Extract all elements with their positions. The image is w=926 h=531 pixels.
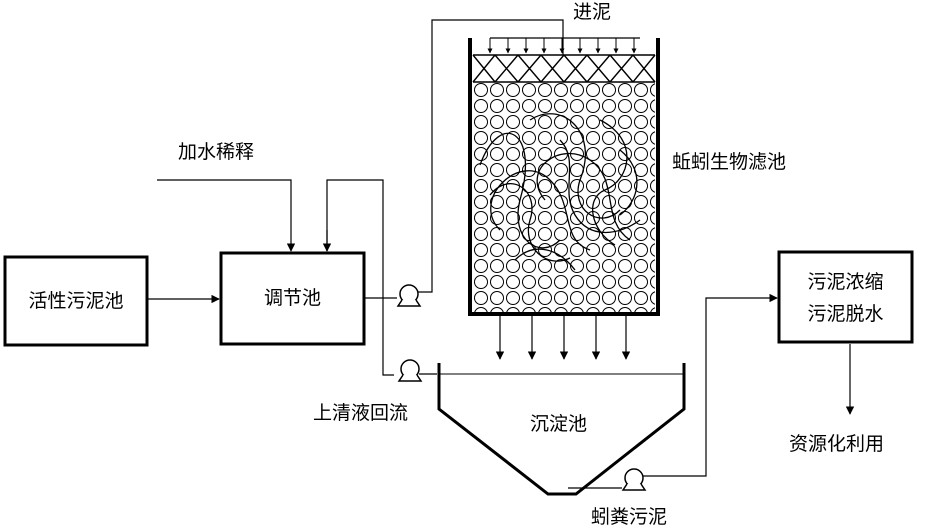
supernatant-return-arrow <box>326 179 394 376</box>
worm-cast-pump-icon <box>621 468 647 491</box>
earthworm-filter-body <box>468 38 660 316</box>
earthworm-filter-label: 蚯蚓生物滤池 <box>672 151 787 173</box>
worm-cast-sludge-label: 蚓粪污泥 <box>591 506 668 528</box>
sludge-inlet-label: 进泥 <box>573 1 612 23</box>
resource-utilization-label: 资源化利用 <box>789 433 885 455</box>
dewatering-label: 污泥脱水 <box>807 303 884 325</box>
filter-outlet-arrows <box>495 316 631 360</box>
settling-tank-shape <box>437 363 686 496</box>
supernatant-return-label: 上清液回流 <box>313 402 409 424</box>
return-pump-icon <box>397 359 423 382</box>
dilution-arrow <box>157 179 296 252</box>
feed-pump-icon <box>396 284 422 307</box>
activated-sludge-tank-label: 活性污泥池 <box>28 290 124 312</box>
regulating-tank-label: 调节池 <box>263 287 321 309</box>
thickening-label: 污泥浓缩 <box>807 271 884 293</box>
inlet-distribution <box>487 37 640 54</box>
activated-sludge-tank-box <box>3 255 149 347</box>
dilution-label: 加水稀释 <box>178 141 255 163</box>
thickening-dewatering-box <box>777 250 914 344</box>
settling-tank-label: 沉淀池 <box>530 413 588 435</box>
